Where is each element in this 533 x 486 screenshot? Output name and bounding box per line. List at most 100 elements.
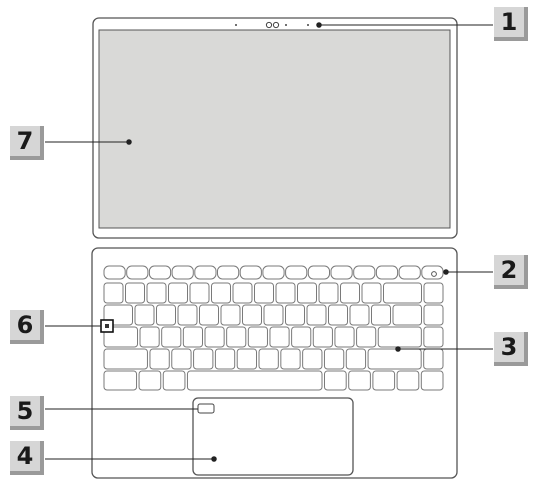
camera-dot-right [285,24,287,26]
keyboard-key [125,282,145,304]
keyboard-key [383,282,422,304]
callout-4: 4 [10,441,44,475]
camera-dot-left [235,24,237,26]
caps-lock-led [105,324,109,328]
keyboard-key [420,370,444,391]
callout-6: 6 [10,310,44,344]
microphone-dot [307,24,309,26]
keyboard-key [361,282,382,304]
keyboard-key [306,304,327,326]
keyboard-key [396,370,420,391]
keyboard-key [269,326,290,348]
callout-3: 3 [494,332,528,366]
keyboard-key [214,348,236,370]
leader-dot-3 [395,346,401,352]
keyboard-key [377,326,422,348]
touchpad [192,397,354,476]
callout-7: 7 [10,126,44,160]
keyboard-key [182,326,203,348]
keyboard-key [323,370,347,391]
keyboard-key [353,265,376,280]
keyboard-key [103,370,138,391]
leader-dot-2 [443,269,449,275]
keyboard-key [275,282,296,304]
camera-sensor-icon [272,21,280,29]
keyboard-key [328,304,348,326]
callout-2: 2 [494,255,528,289]
keyboard-key [171,265,194,280]
keyboard-key [168,282,188,304]
keyboard-key [330,265,353,280]
fingerprint-sensor-icon [197,403,215,414]
keyboard-key [258,348,279,370]
keyboard-key [372,370,396,391]
display-panel [98,29,451,229]
keyboard-key [146,282,167,304]
keyboard-key [236,348,258,370]
keyboard-key [348,370,371,391]
callout-5: 5 [10,396,44,430]
keyboard-key [423,326,444,348]
keyboard-key [302,348,323,370]
keyboard-key [139,326,160,348]
keyboard-key [149,348,170,370]
keyboard-key [232,282,253,304]
keyboard-key [177,304,198,326]
callout-label-3: 3 [500,333,518,361]
keyboard-key [103,348,148,370]
keyboard-key [226,326,247,348]
keyboard-key [263,304,284,326]
keyboard-key [423,348,444,370]
keyboard [103,265,444,391]
callout-label-1: 1 [500,8,518,36]
callout-label-4: 4 [16,442,34,470]
keyboard-key [211,282,231,304]
keyboard-key [138,370,162,391]
keyboard-key [340,282,360,304]
keyboard-key [254,282,274,304]
keyboard-key [193,348,214,370]
keyboard-key [345,348,367,370]
power-icon [431,271,437,277]
keyboard-key [161,326,182,348]
keyboard-key [148,265,172,280]
keyboard-key [323,348,345,370]
callout-label-7: 7 [16,127,34,155]
keyboard-key [285,265,308,280]
keyboard-key [423,282,444,304]
keyboard-key [220,304,241,326]
keyboard-key [356,326,377,348]
keyboard-key [134,304,155,326]
keyboard-key [334,326,355,348]
keyboard-key [318,282,339,304]
keyboard-key [189,282,210,304]
keyboard-key [349,304,370,326]
keyboard-key [247,326,268,348]
leader-dot-7 [126,139,132,145]
keyboard-key [199,304,219,326]
keyboard-key [297,282,317,304]
leader-dot-1 [316,22,322,28]
callout-label-2: 2 [500,256,518,284]
keyboard-key [242,304,262,326]
keyboard-key [262,265,285,280]
keyboard-key [162,370,186,391]
keyboard-key [103,265,126,280]
keyboard-key [371,304,391,326]
camera-lens-icon [265,21,273,29]
keyboard-key [375,265,399,280]
keyboard-key [239,265,262,280]
keyboard-key [103,282,124,304]
callout-label-5: 5 [16,397,34,425]
keyboard-key [392,304,422,326]
keyboard-key [398,265,421,280]
keyboard-key [367,348,422,370]
keyboard-key [126,265,149,280]
keyboard-key [194,265,217,280]
keyboard-key [186,370,323,391]
keyboard-key [285,304,305,326]
keyboard-key [280,348,301,370]
keyboard-key [156,304,176,326]
keyboard-key [171,348,192,370]
